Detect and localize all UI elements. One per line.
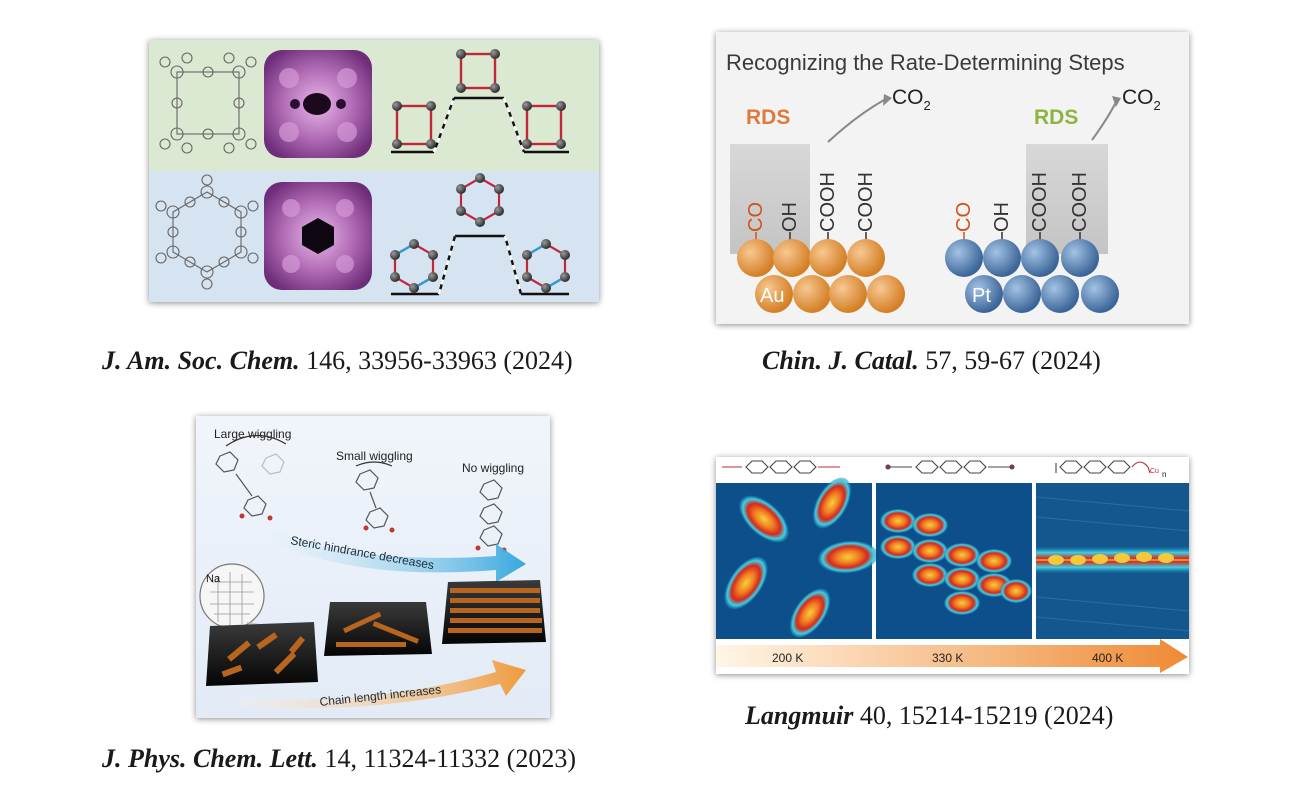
molecule-formulas bbox=[722, 460, 1151, 474]
stm-400k bbox=[1035, 483, 1189, 639]
adsorbate-cooh-right-2: COOH bbox=[1069, 172, 1091, 232]
jpcl-citation: 14, 11324-11332 (2023) bbox=[324, 744, 576, 773]
adsorbate-oh-right: OH bbox=[991, 202, 1013, 232]
au-surface: Au bbox=[737, 239, 905, 313]
temp-200k: 200 K bbox=[772, 651, 803, 665]
adsorbate-cooh-left-2: COOH bbox=[855, 172, 877, 232]
rds-label-left: RDS bbox=[746, 106, 790, 129]
adsorbates-left: CO OH COOH COOH bbox=[745, 172, 877, 232]
square-macrocycle-drawing bbox=[159, 52, 257, 154]
na-label: Na bbox=[206, 573, 221, 585]
adsorbate-oh-left: OH bbox=[779, 202, 801, 232]
langmuir-caption: Langmuir 40, 15214-15219 (2024) bbox=[745, 701, 1113, 731]
pt-label: Pt bbox=[972, 285, 991, 307]
jpcl-journal: J. Phys. Chem. Lett. bbox=[102, 744, 318, 773]
cjc-graphic: Recognizing the Rate-Determining Steps R… bbox=[726, 50, 1161, 313]
co2-arrow-right bbox=[1091, 101, 1117, 141]
small-wiggling-label: Small wiggling bbox=[336, 449, 413, 463]
n-label: n bbox=[1162, 470, 1166, 479]
jacs-figure bbox=[149, 40, 599, 302]
langmuir-figure: Cu n bbox=[716, 457, 1189, 674]
cjc-figure: Recognizing the Rate-Determining Steps R… bbox=[716, 32, 1189, 324]
jacs-graphic bbox=[149, 40, 599, 302]
pt-surface: Pt bbox=[945, 239, 1119, 313]
rds-region-left bbox=[730, 144, 810, 254]
stm-200k bbox=[716, 477, 878, 639]
co2-label-left: CO2 bbox=[892, 86, 931, 113]
jpcl-caption: J. Phys. Chem. Lett. 14, 11324-11332 (20… bbox=[102, 744, 576, 774]
adsorbate-cooh-left-1: COOH bbox=[817, 172, 839, 232]
cu-label: Cu bbox=[1150, 468, 1159, 475]
co2-label-right: CO2 bbox=[1122, 86, 1161, 113]
adsorbate-co-left: CO bbox=[745, 202, 767, 232]
molecule-small-wiggling bbox=[355, 461, 395, 533]
temp-400k: 400 K bbox=[1092, 651, 1123, 665]
cjc-citation: 57, 59-67 (2024) bbox=[925, 346, 1101, 375]
surface-long-chain bbox=[442, 580, 546, 644]
rds-label-right: RDS bbox=[1034, 106, 1078, 129]
jacs-journal: J. Am. Soc. Chem. bbox=[102, 346, 300, 375]
cjc-journal: Chin. J. Catal. bbox=[762, 346, 919, 375]
chain-label: Chain length increases bbox=[319, 682, 442, 709]
hexagon-energy-diagram bbox=[390, 173, 570, 296]
jpcl-figure: Large wiggling Small wiggling No wigglin… bbox=[196, 416, 550, 718]
stm-330k bbox=[876, 483, 1032, 639]
cjc-caption: Chin. J. Catal. 57, 59-67 (2024) bbox=[762, 346, 1101, 376]
jacs-caption: J. Am. Soc. Chem. 146, 33956-33963 (2024… bbox=[102, 346, 573, 376]
langmuir-citation: 40, 15214-15219 (2024) bbox=[859, 701, 1114, 730]
no-wiggling-label: No wiggling bbox=[462, 461, 524, 475]
co2-arrow-left bbox=[827, 99, 885, 143]
langmuir-graphic: Cu n bbox=[716, 460, 1189, 673]
jpcl-graphic: Large wiggling Small wiggling No wigglin… bbox=[199, 427, 546, 709]
hexagon-stm-image bbox=[264, 182, 372, 290]
large-wiggling-label: Large wiggling bbox=[214, 427, 291, 441]
adsorbate-co-right: CO bbox=[953, 202, 975, 232]
surface-short-chain bbox=[206, 622, 318, 686]
temperature-arrow bbox=[716, 639, 1188, 673]
surface-medium-chain bbox=[324, 602, 432, 656]
langmuir-journal: Langmuir bbox=[745, 701, 854, 730]
steric-arrow bbox=[254, 524, 526, 582]
jacs-citation: 146, 33956-33963 (2024) bbox=[306, 346, 573, 375]
adsorbate-cooh-right-1: COOH bbox=[1029, 172, 1051, 232]
square-energy-diagram bbox=[391, 49, 569, 154]
square-stm-image bbox=[264, 50, 372, 158]
molecule-no-wiggling bbox=[475, 479, 507, 553]
molecule-large-wiggling bbox=[215, 434, 287, 521]
adsorbates-right: CO OH COOH COOH bbox=[953, 172, 1091, 232]
hexagon-macrocycle-drawing bbox=[155, 174, 259, 290]
temp-330k: 330 K bbox=[932, 651, 963, 665]
cjc-title: Recognizing the Rate-Determining Steps bbox=[726, 50, 1125, 75]
au-label: Au bbox=[760, 285, 784, 307]
chain-arrow bbox=[236, 660, 526, 709]
